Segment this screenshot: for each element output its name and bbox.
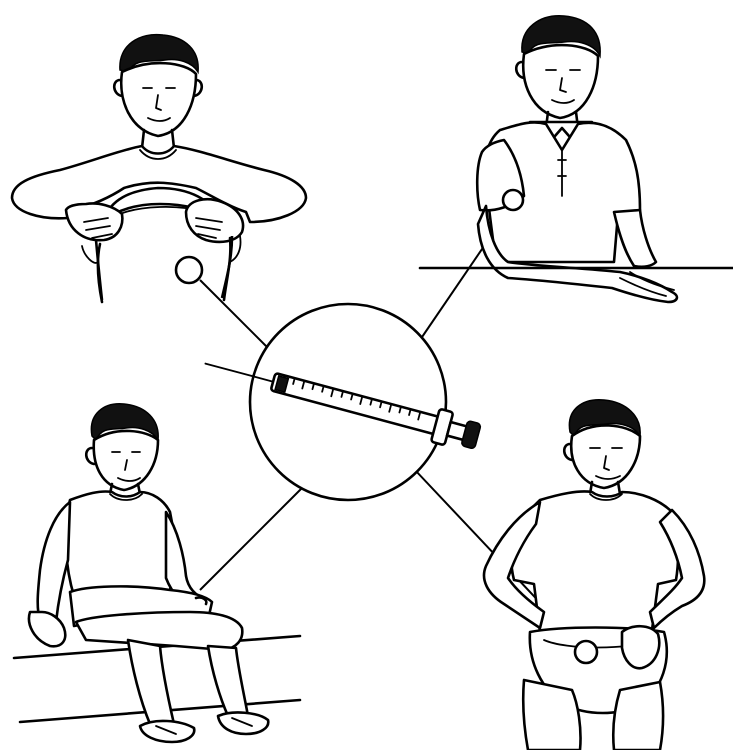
injection-site-abdomen-front [176, 257, 202, 283]
man-lowered-trousers-icon [484, 400, 704, 750]
injection-site-upper-arm [503, 190, 523, 210]
man-seated-icon [14, 404, 300, 742]
pointer-line-abdomen-front [200, 280, 270, 350]
man-arm-on-table-icon [420, 16, 733, 302]
injection-site-abdomen-side [575, 641, 597, 663]
center-syringe-group [201, 304, 482, 500]
face-icon [121, 63, 196, 136]
man-holding-shirt-icon [12, 35, 306, 302]
pointer-line-thigh [200, 485, 305, 590]
